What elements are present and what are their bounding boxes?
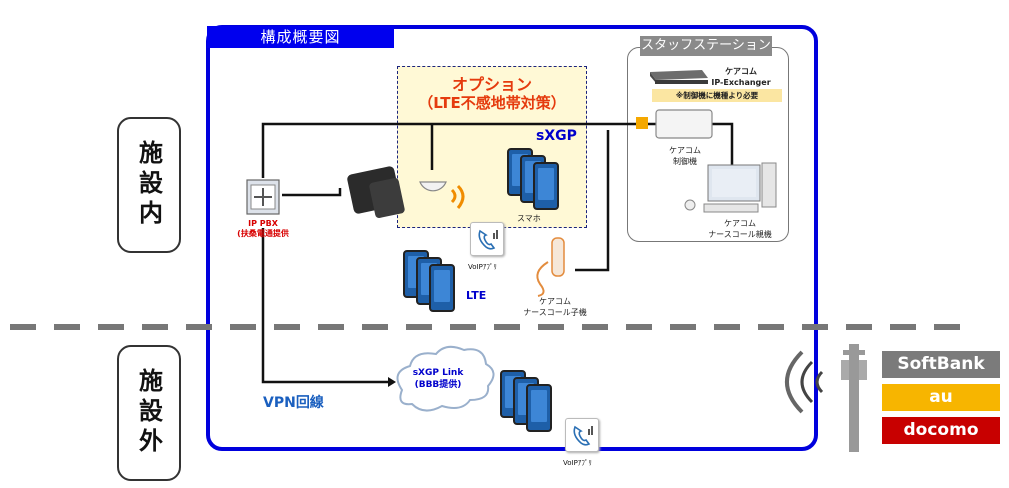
- voip-app-label: VoIPｱﾌﾟﾘ: [468, 263, 497, 271]
- controller-label: ケアコム 制御機: [660, 145, 710, 167]
- nurse-child-label-line1: ケアコム: [539, 297, 571, 306]
- cloud-label: sXGP Link (BBB提供): [398, 367, 478, 391]
- diagram-title: 構成概要図: [207, 26, 394, 48]
- outside-facility-label: 施設外: [134, 368, 163, 458]
- vpn-line: [261, 228, 388, 384]
- outside-facility-box: 施設外: [117, 345, 181, 481]
- controller-label-line2: 制御機: [673, 157, 697, 166]
- inside-facility-box: 施設内: [117, 117, 181, 253]
- pbx-to-phone-line: [282, 188, 342, 197]
- carrier-docomo: docomo: [882, 417, 1000, 444]
- vpn-label: VPN回線: [263, 395, 324, 411]
- carrier-softbank-label: SoftBank: [897, 354, 985, 374]
- controller-icon: [636, 109, 713, 139]
- cloud-label-line2: (BBB提供): [414, 380, 462, 390]
- nurse-master-label-line1: ケアコム: [724, 219, 756, 228]
- cell-tower-icon: [785, 344, 867, 452]
- nurse-master-pc-icon: [684, 162, 777, 213]
- exchanger-note: ※制御機に機種より必要: [652, 89, 782, 102]
- pbx-to-controller-line: [261, 122, 640, 178]
- pbx-label-line1: IP PBX: [248, 219, 278, 228]
- nurse-child-label: ケアコム ナースコール子機: [515, 296, 595, 318]
- voip-app-icon: [565, 418, 599, 452]
- desk-phone-icon: [347, 166, 405, 218]
- smartphone-icon: [429, 264, 455, 312]
- nurse-child-icon: [536, 237, 565, 297]
- sxgp-link-cloud-icon: [396, 345, 495, 412]
- smartphone-icon: [533, 162, 559, 210]
- pbx-label-line2: (扶桑電通提供: [237, 229, 289, 238]
- sxgp-label: sXGP: [536, 128, 577, 144]
- sumaho-label: スマホ: [517, 214, 541, 223]
- nurse-master-label-line2: ナースコール親機: [708, 230, 772, 239]
- carrier-au: au: [882, 384, 1000, 411]
- controller-label-line1: ケアコム: [669, 146, 701, 155]
- ip-pbx-icon: [246, 179, 280, 215]
- pbx-label: IP PBX (扶桑電通提供: [232, 219, 294, 239]
- smartphone-icon: [526, 384, 552, 432]
- carrier-softbank: SoftBank: [882, 351, 1000, 378]
- ip-exchanger-icon: [650, 70, 708, 84]
- nursecall-child-line: [575, 130, 610, 272]
- inside-facility-label: 施設内: [134, 140, 163, 230]
- option-title: オプション: [451, 75, 532, 94]
- exchanger-label-line2: IP-Exchanger: [711, 78, 771, 87]
- exchanger-label-line1: ケアコム: [725, 67, 757, 76]
- cloud-label-line1: sXGP Link: [412, 368, 464, 378]
- diagram-frame: [206, 25, 818, 451]
- nurse-child-label-line2: ナースコール子機: [523, 308, 587, 317]
- carrier-au-label: au: [929, 387, 953, 407]
- lte-label: LTE: [466, 289, 487, 302]
- voip-app-label-2: VoIPｱﾌﾟﾘ: [563, 459, 592, 467]
- carrier-docomo-label: docomo: [903, 420, 979, 440]
- sxgp-antenna-icon: [419, 181, 465, 209]
- exchanger-label: ケアコム IP-Exchanger: [696, 66, 786, 88]
- staff-station-title: スタッフステーション: [640, 36, 772, 56]
- voip-app-icon: [470, 222, 504, 256]
- nurse-master-label: ケアコム ナースコール親機: [690, 218, 790, 240]
- option-subtitle: （LTE不感地帯対策）: [418, 94, 566, 112]
